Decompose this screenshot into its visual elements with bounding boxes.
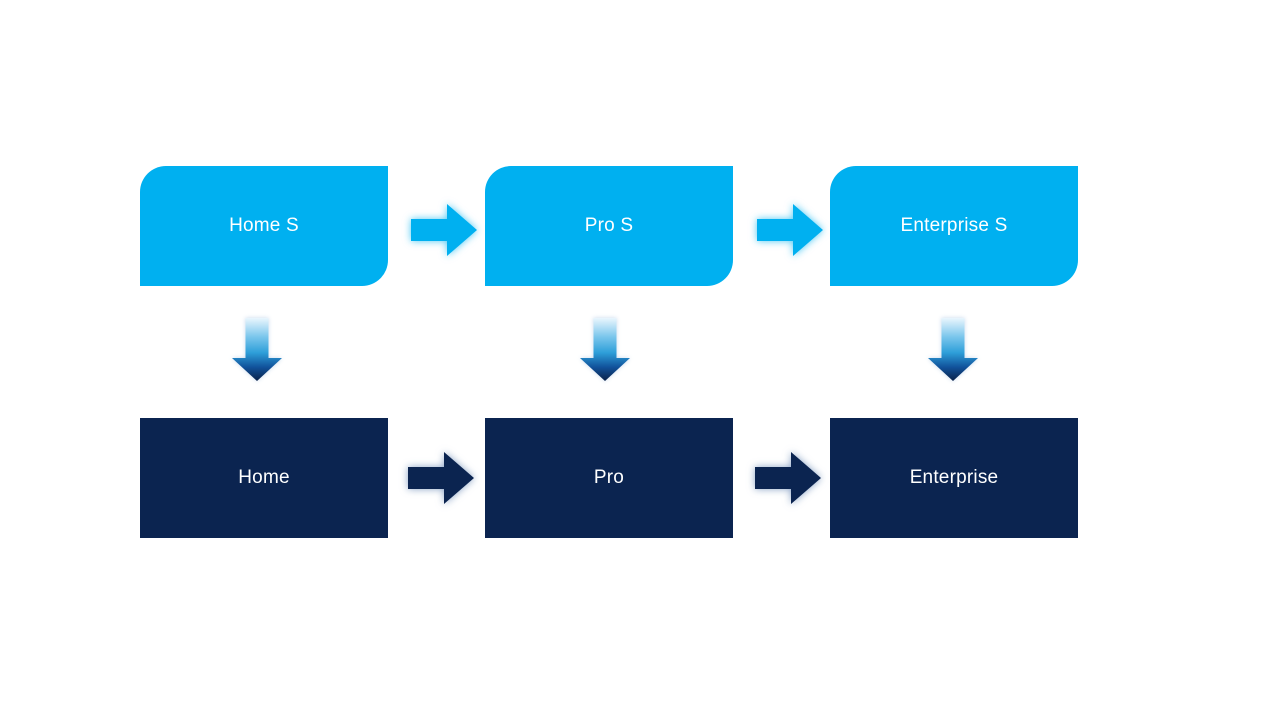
node-pro: Pro <box>485 418 733 538</box>
node-home-label: Home <box>238 467 290 488</box>
node-pro-s: Pro S <box>485 166 733 286</box>
right-arrow-icon <box>411 204 477 256</box>
node-enterprise-s: Enterprise S <box>830 166 1078 286</box>
node-home-s-label: Home S <box>229 215 299 236</box>
right-arrow-shape <box>757 204 823 256</box>
down-arrow-icon <box>232 318 282 381</box>
right-arrow-icon <box>408 452 474 504</box>
right-arrow-icon <box>757 204 823 256</box>
right-arrow-icon <box>755 452 821 504</box>
node-home-s: Home S <box>140 166 388 286</box>
down-arrow-icon <box>580 318 630 381</box>
down-arrow-shape <box>232 318 282 381</box>
node-pro-label: Pro <box>593 467 625 488</box>
node-enterprise: Enterprise <box>830 418 1078 538</box>
down-arrow-icon <box>928 318 978 381</box>
node-pro-s-label: Pro S <box>584 215 634 236</box>
down-arrow-shape <box>580 318 630 381</box>
node-home: Home <box>140 418 388 538</box>
node-enterprise-label: Enterprise <box>909 467 999 488</box>
right-arrow-shape <box>411 204 477 256</box>
right-arrow-shape <box>408 452 474 504</box>
right-arrow-shape <box>755 452 821 504</box>
down-arrow-shape <box>928 318 978 381</box>
node-enterprise-s-label: Enterprise S <box>900 215 1008 236</box>
